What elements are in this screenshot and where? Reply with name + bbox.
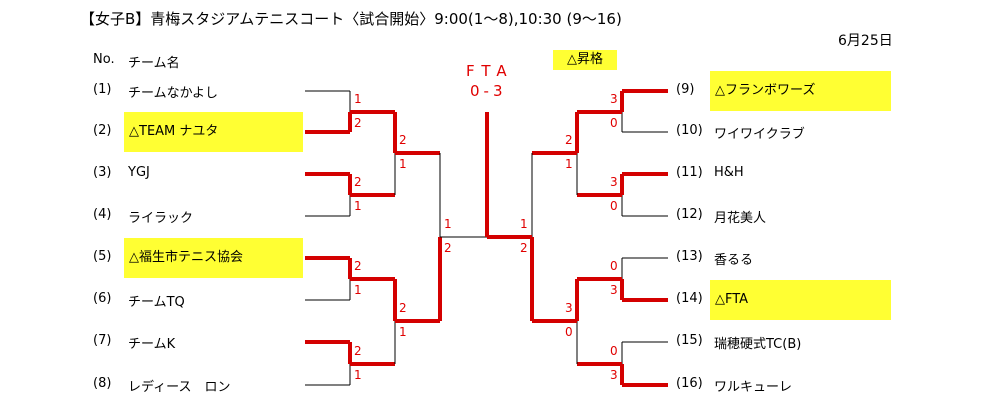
team-number: (1) — [93, 82, 112, 97]
team-number: (15) — [676, 333, 703, 348]
match-score: 3 — [610, 92, 618, 106]
team-number: (12) — [676, 207, 703, 222]
match-score: 0 — [565, 325, 573, 339]
team-number: (6) — [93, 291, 112, 306]
team-number: (16) — [676, 376, 703, 391]
match-score: 3 — [610, 368, 618, 382]
match-score: 1 — [565, 157, 573, 171]
team-name: △フランボワーズ — [710, 71, 891, 111]
match-score: 2 — [399, 133, 407, 147]
team-name: 月花美人 — [714, 211, 767, 226]
team-name: △TEAM ナユタ — [124, 112, 303, 152]
team-name: チームK — [128, 337, 176, 352]
team-name: 瑞穂硬式TC(B) — [714, 337, 802, 352]
match-score: 1 — [520, 217, 528, 231]
team-number: (2) — [93, 123, 112, 138]
match-score: 3 — [565, 301, 573, 315]
team-name: ライラック — [128, 211, 194, 226]
match-score: 2 — [399, 301, 407, 315]
match-score: 0 — [610, 259, 618, 273]
match-score: 2 — [354, 175, 362, 189]
team-number: (3) — [93, 165, 112, 180]
match-score: 1 — [354, 283, 362, 297]
team-number: (7) — [93, 333, 112, 348]
match-score: 1 — [354, 368, 362, 382]
team-number: (10) — [676, 123, 703, 138]
team-number: (14) — [676, 291, 703, 306]
team-name: ワルキューレ — [714, 380, 793, 395]
team-name: 香るる — [714, 253, 754, 268]
match-score: 2 — [520, 241, 528, 255]
match-score: 2 — [354, 259, 362, 273]
match-score: 1 — [444, 217, 452, 231]
match-score: 0 — [610, 344, 618, 358]
team-name: チームなかよし — [128, 86, 218, 101]
team-name: チームTQ — [128, 295, 185, 310]
match-score: 0 — [610, 199, 618, 213]
team-number: (4) — [93, 207, 112, 222]
page-title: 【女子B】青梅スタジアムテニスコート〈試合開始〉9:00(1～8),10:30 … — [80, 10, 622, 28]
match-score: 2 — [354, 344, 362, 358]
team-name: レディース ロン — [128, 380, 231, 395]
final-winner: FTA — [466, 62, 514, 80]
match-score: 1 — [399, 325, 407, 339]
team-name: ワイワイクラブ — [714, 127, 805, 142]
team-name: △FTA — [710, 280, 891, 320]
team-number: (11) — [676, 165, 703, 180]
match-date: 6月25日 — [838, 33, 893, 49]
team-name: H&H — [714, 165, 744, 180]
team-name: △福生市テニス協会 — [124, 238, 303, 278]
team-number: (9) — [676, 82, 695, 97]
match-score: 0 — [610, 116, 618, 130]
match-score: 1 — [354, 199, 362, 213]
team-name: YGJ — [128, 165, 150, 180]
final-score: 0-3 — [470, 82, 507, 100]
header-no: No. — [93, 52, 115, 67]
team-number: (8) — [93, 376, 112, 391]
match-score: 3 — [610, 175, 618, 189]
header-team-name: チーム名 — [128, 56, 180, 71]
match-score: 2 — [444, 241, 452, 255]
team-number: (13) — [676, 249, 703, 264]
match-score: 1 — [399, 157, 407, 171]
promotion-legend: △昇格 — [553, 50, 617, 70]
match-score: 1 — [354, 92, 362, 106]
match-score: 3 — [610, 283, 618, 297]
match-score: 2 — [565, 133, 573, 147]
team-number: (5) — [93, 249, 112, 264]
match-score: 2 — [354, 116, 362, 130]
